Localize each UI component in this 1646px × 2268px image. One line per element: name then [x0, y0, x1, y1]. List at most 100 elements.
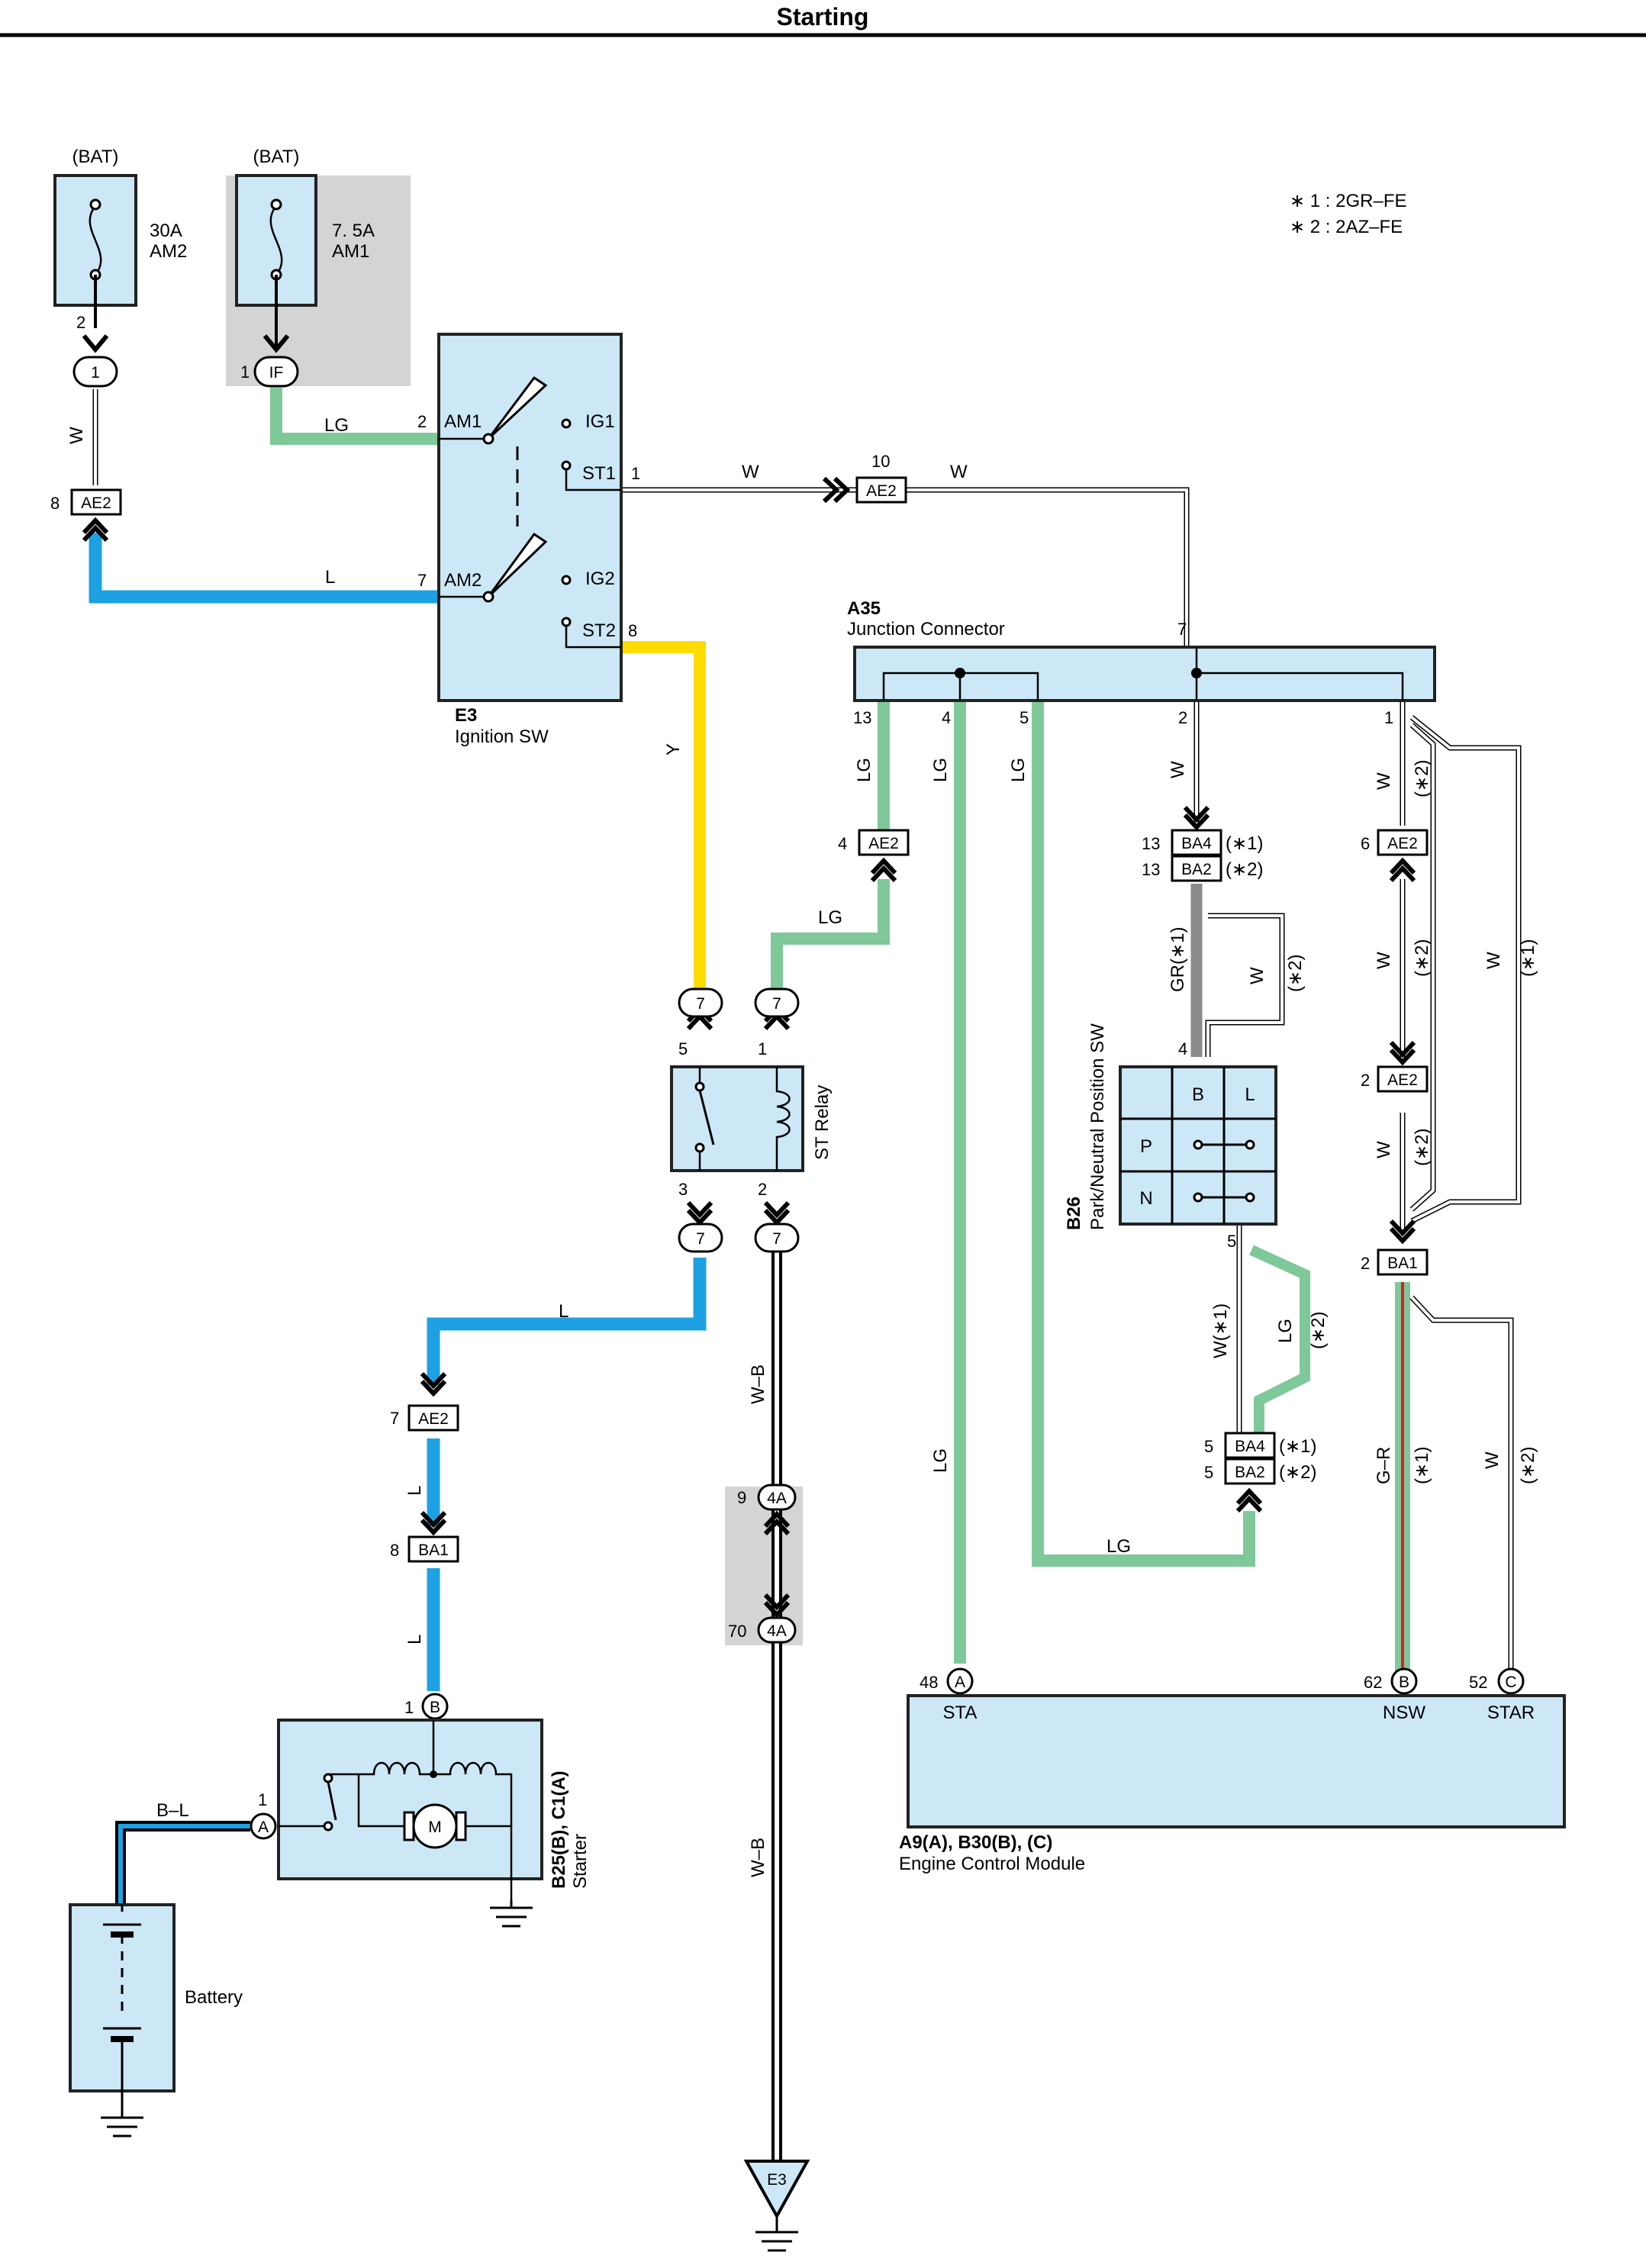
svg-text:AM1: AM1	[444, 411, 482, 432]
wire-label-w-st1: W	[742, 462, 759, 482]
wire-label-lg-pnp: LG	[1275, 1319, 1296, 1343]
svg-text:10: 10	[871, 452, 890, 471]
wire-label-wb-1: W–B	[748, 1364, 768, 1404]
connector-7-relay-1	[754, 987, 800, 1018]
starter-connector-a	[250, 1812, 277, 1840]
diagram-title: Starting	[777, 3, 869, 31]
junction-code: A35	[847, 598, 881, 619]
fuse-am1-element	[269, 205, 283, 275]
svg-text:13: 13	[1142, 860, 1160, 879]
wire-variant-label-1: (∗2)	[1412, 760, 1432, 797]
ecm-terminal-sta: STA	[943, 1703, 978, 1723]
legend-item-1: ∗ 1 : 2GR–FE	[1290, 191, 1407, 211]
svg-text:BA2: BA2	[1235, 1464, 1265, 1481]
svg-text:2: 2	[76, 313, 85, 332]
connector-ae2-8: 8 AE2	[50, 488, 122, 543]
connector-ba4-ba2-5: 5 BA4 (∗1) 5 BA2 (∗2)	[1204, 1432, 1316, 1513]
svg-text:IG1: IG1	[585, 411, 615, 432]
svg-text:BA4: BA4	[1181, 835, 1212, 852]
svg-text:AE2: AE2	[418, 1410, 449, 1428]
svg-text:AM2: AM2	[444, 570, 482, 591]
svg-text:AE2: AE2	[866, 482, 897, 500]
wire-label-gr-nsw: G–R	[1374, 1447, 1394, 1484]
wire-label-lg-relay: LG	[818, 907, 842, 928]
svg-text:P: P	[1140, 1136, 1152, 1157]
svg-text:2: 2	[1361, 1254, 1370, 1273]
svg-text:4: 4	[1178, 1039, 1187, 1058]
svg-text:62: 62	[1364, 1673, 1382, 1692]
wire-label-w-1: W	[1374, 772, 1394, 790]
svg-text:7: 7	[390, 1409, 399, 1428]
wire-label-gr: GR(∗1)	[1168, 927, 1188, 992]
relay-name: ST Relay	[812, 1085, 833, 1160]
wire-label-w-2: W	[1168, 761, 1188, 778]
wire-variant-label-3: (∗2)	[1412, 939, 1432, 977]
wire-label-w-ae2-2: W	[1374, 1141, 1394, 1158]
wire-gr-nsw	[1395, 1282, 1410, 1673]
svg-text:ST2: ST2	[582, 620, 616, 641]
connector-if	[253, 356, 299, 388]
svg-text:M: M	[428, 1819, 442, 1836]
svg-text:1: 1	[758, 1039, 767, 1058]
svg-text:2: 2	[1178, 708, 1187, 727]
wire-label-l-relay: L	[559, 1301, 569, 1322]
svg-text:AE2: AE2	[81, 495, 111, 512]
ignition-code: E3	[455, 705, 477, 726]
connector-ae2-2: 2 AE2	[1361, 1040, 1429, 1093]
wire-label-w-ae2-10: W	[950, 462, 968, 482]
wire-label-lg-sta: LG	[930, 1448, 951, 1473]
svg-text:1: 1	[258, 1790, 267, 1809]
connector-ba1-8: 8 BA1	[390, 1510, 459, 1563]
svg-text:5: 5	[1019, 708, 1029, 727]
connector-ae2-4: 4 AE2	[838, 829, 910, 883]
ignition-contact-am1	[487, 375, 548, 440]
svg-text:AE2: AE2	[868, 835, 899, 852]
wire-variant-label-4: (∗1)	[1518, 939, 1538, 977]
svg-text:7: 7	[696, 1230, 705, 1248]
svg-text:9: 9	[737, 1488, 746, 1507]
svg-text:BA1: BA1	[418, 1542, 449, 1559]
svg-text:4: 4	[838, 834, 847, 853]
svg-text:IF: IF	[269, 364, 284, 382]
fuse-am2-rating: 30A	[150, 221, 182, 241]
starter-name: Starter	[570, 1834, 591, 1889]
wire-label-w-6: W	[1374, 952, 1394, 969]
fuse-am1-name: AM1	[332, 241, 369, 262]
svg-text:4: 4	[942, 708, 951, 727]
wire-lg-relay	[771, 879, 890, 991]
svg-text:5: 5	[678, 1039, 688, 1058]
connector-ae2-10: 10 AE2	[822, 452, 907, 504]
wire-bl	[115, 1821, 250, 1905]
connector-7-relay-5	[678, 987, 723, 1018]
svg-text:4A: 4A	[767, 1622, 787, 1640]
wire-l-relay	[427, 1258, 707, 1385]
wire-w-st1	[621, 487, 1190, 647]
wire-label-lg-4: LG	[930, 758, 951, 782]
relay-coil	[775, 1067, 791, 1171]
ignition-name: Ignition SW	[455, 726, 549, 747]
fuse-am2: (BAT) 30A AM2 2 1	[53, 147, 187, 388]
battery: Battery	[69, 1903, 243, 2138]
pnp-code: B26	[1064, 1197, 1084, 1230]
connector-ba1-2: 2 BA1	[1361, 1219, 1429, 1276]
st-relay: 7 7 5 1 ST Relay 3 2 7 7	[670, 987, 833, 1253]
svg-text:(∗2): (∗2)	[1279, 1462, 1316, 1483]
wire-label-w-star: W	[1482, 1451, 1503, 1469]
wire-label-l-am2: L	[325, 567, 335, 588]
svg-text:8: 8	[50, 494, 60, 513]
wire-variant-label-7: (∗2)	[1518, 1447, 1538, 1484]
svg-text:1: 1	[404, 1698, 414, 1717]
fuse-am1-rating: 7. 5A	[332, 221, 375, 241]
wire-w-pnp-detour	[1205, 913, 1285, 1057]
fuse-am1-source: (BAT)	[253, 147, 300, 167]
ignition-contact-am2	[487, 532, 548, 598]
ecm-connector-b	[1390, 1667, 1418, 1695]
svg-text:1: 1	[240, 362, 250, 382]
ecm-name: Engine Control Module	[899, 1854, 1085, 1874]
svg-text:BA2: BA2	[1181, 861, 1212, 878]
ecm-connector-a	[946, 1667, 974, 1695]
park-neutral-switch: 4 B L P N B26 Park/Neutral Position SW 5	[1064, 1023, 1277, 1251]
wire-label-lg-5: LG	[1008, 758, 1029, 782]
ecm-terminal-star: STAR	[1487, 1703, 1535, 1723]
